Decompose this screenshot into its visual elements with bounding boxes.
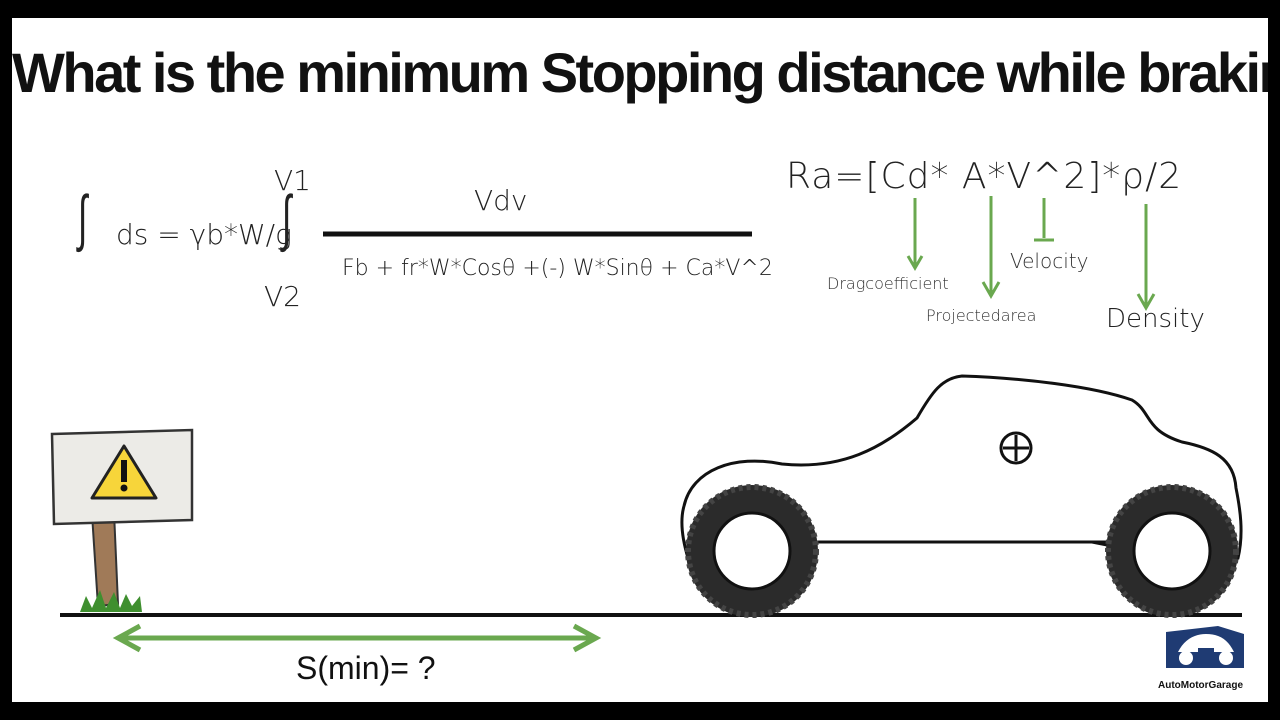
resistance-arrows: [906, 196, 1156, 312]
label-projected-area: Projectedarea: [926, 306, 1037, 325]
arrow-drag-head: [906, 255, 924, 271]
logo-icon: [1166, 626, 1244, 668]
distance-label: S(min)= ?: [296, 650, 436, 686]
wheel-front: [685, 484, 819, 618]
canvas: What is the minimum Stopping distance wh…: [12, 18, 1268, 702]
resistance-equation: Ra=[Cd* A*V^2]*ρ/2: [786, 156, 1183, 197]
fraction-numerator: Vdv: [474, 184, 528, 217]
fraction-denominator: Fb + fr*W*Cosθ +(-) W*Sinθ + Ca*V^2: [342, 256, 773, 281]
label-drag-coefficient: Dragcoefficient: [827, 274, 949, 293]
arrow-area-head: [981, 281, 1001, 300]
diagram-graphics: [50, 196, 1244, 668]
logo-text: AutoMotorGarage: [1158, 680, 1243, 691]
car-icon: [680, 374, 1243, 618]
integral-lower-limit: V2: [264, 280, 301, 313]
integral-upper-limit: V1: [274, 164, 311, 197]
center-of-gravity-icon: [999, 431, 1033, 465]
integral-sign-icon: ∫: [77, 181, 88, 254]
warning-sign-icon: [50, 428, 194, 612]
integral-lhs: ds = γb*W/g: [116, 218, 292, 251]
wheel-rear: [1105, 484, 1239, 618]
label-density: Density: [1106, 304, 1205, 334]
page-title: What is the minimum Stopping distance wh…: [12, 41, 1268, 104]
distance-arrow: [112, 623, 602, 653]
grass-icon: [80, 590, 142, 612]
arrow-density-head: [1136, 293, 1156, 312]
label-velocity: Velocity: [1010, 249, 1089, 273]
integral-sign-icon-2: ∫: [281, 181, 292, 254]
